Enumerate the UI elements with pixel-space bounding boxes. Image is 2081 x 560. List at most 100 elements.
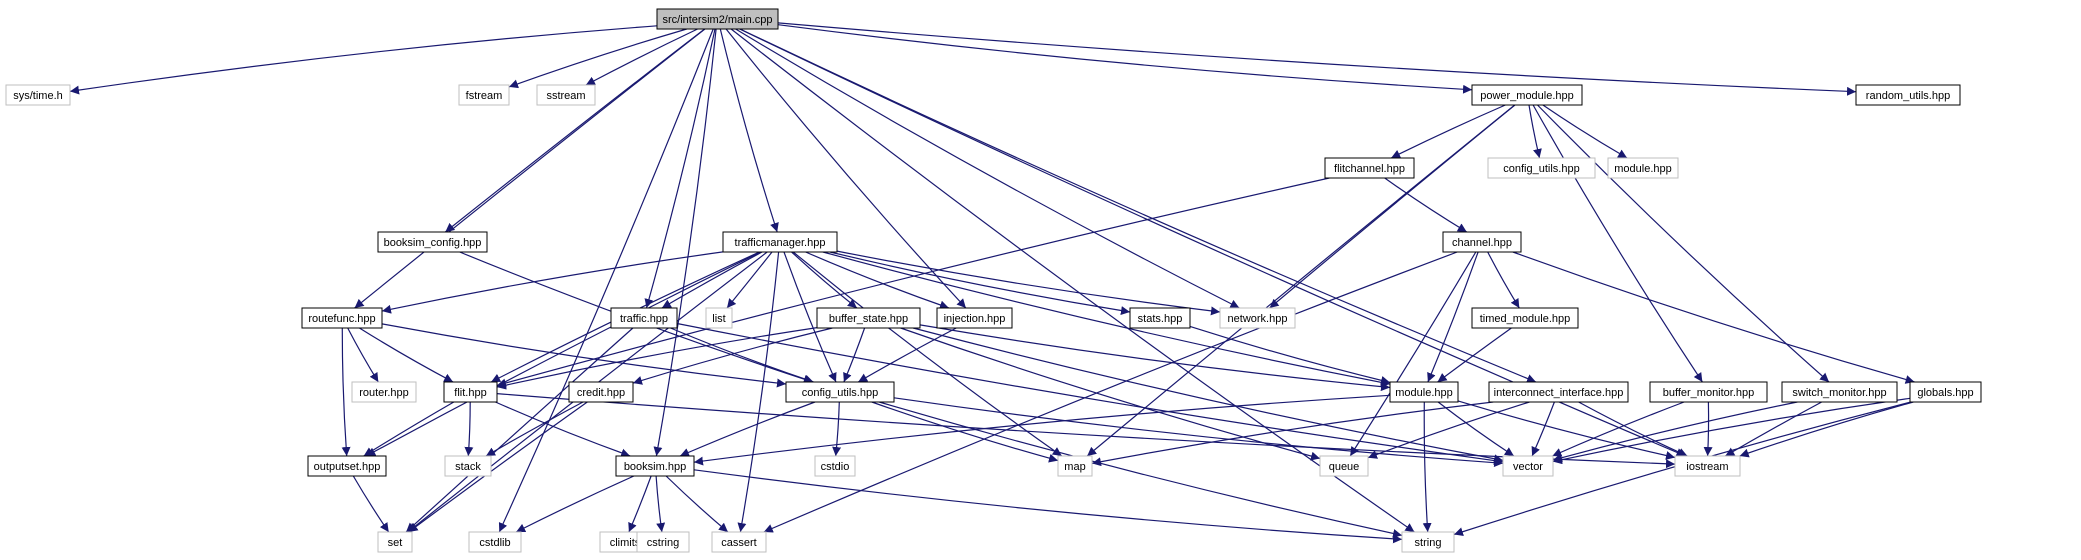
edge-traffic-to-vector — [676, 322, 1504, 466]
edge-interconnect_interface-to-iostream — [1578, 401, 1688, 457]
edge-config_utils-to-map — [871, 401, 1059, 463]
node-box — [816, 307, 921, 329]
node-booksim-config[interactable]: booksim_config.hpp — [377, 231, 488, 253]
node-injection[interactable]: injection.hpp — [936, 307, 1013, 329]
node-cstdlib: cstdlib — [468, 531, 522, 553]
edge-trafficmanager-to-routefunc — [381, 251, 724, 314]
node-booksim[interactable]: booksim.hpp — [615, 455, 695, 477]
node-box — [656, 8, 779, 30]
node-buffer-state[interactable]: buffer_state.hpp — [816, 307, 921, 329]
node-label: src/intersim2/main.cpp — [662, 14, 772, 26]
edge-trafficmanager-to-outputset — [366, 251, 761, 457]
node-box — [1487, 157, 1596, 179]
node-box — [636, 531, 690, 553]
node-label: random_utils.hpp — [1866, 90, 1950, 102]
node-label: cstdio — [821, 461, 850, 473]
edge-outputset-to-set — [352, 475, 390, 533]
node-power-module[interactable]: power_module.hpp — [1471, 84, 1583, 106]
node-label: injection.hpp — [944, 313, 1006, 325]
edge-config_utils-to-cstdio — [832, 401, 842, 457]
node-globals[interactable]: globals.hpp — [1909, 381, 1982, 403]
node-label: credit.hpp — [577, 387, 625, 399]
node-network: network.hpp — [1219, 307, 1296, 329]
node-label: globals.hpp — [1917, 387, 1973, 399]
node-box — [468, 531, 522, 553]
node-box — [1219, 307, 1296, 329]
node-box — [568, 381, 634, 403]
node-traffic[interactable]: traffic.hpp — [610, 307, 678, 329]
node-interconnect-interface[interactable]: interconnect_interface.hpp — [1488, 381, 1629, 403]
node-list: list — [705, 307, 733, 329]
edge-flitchannel-to-flit — [496, 177, 1330, 388]
node-config-utils[interactable]: config_utils.hpp — [785, 381, 895, 403]
edge-credit-to-stack — [485, 401, 584, 457]
node-map: map — [1057, 455, 1093, 477]
node-cassert: cassert — [711, 531, 767, 553]
node-buffer-monitor[interactable]: buffer_monitor.hpp — [1649, 381, 1768, 403]
edge-interconnect_interface-to-map — [1091, 401, 1494, 467]
node-box — [711, 531, 767, 553]
node-outputset[interactable]: outputset.hpp — [307, 455, 387, 477]
edge-timed_module-to-module — [1437, 327, 1512, 383]
node-routefunc[interactable]: routefunc.hpp — [301, 307, 383, 329]
node-box — [1855, 84, 1961, 106]
edge-buffer_state-to-module — [919, 324, 1391, 392]
node-credit[interactable]: credit.hpp — [568, 381, 634, 403]
node-label: routefunc.hpp — [308, 313, 375, 325]
edge-config_utils-to-string — [879, 401, 1403, 538]
edge-channel-to-module — [1427, 251, 1479, 383]
node-label: timed_module.hpp — [1480, 313, 1571, 325]
edge-channel-to-timed_module — [1487, 251, 1520, 309]
edge-switch_monitor-to-iostream — [1724, 401, 1822, 457]
edge-main_cpp-to-string — [730, 28, 1415, 533]
node-label: traffic.hpp — [620, 313, 668, 325]
node-box — [1502, 455, 1554, 477]
edge-traffic-to-set — [405, 327, 634, 533]
edge-channel-to-queue — [1349, 251, 1477, 457]
edge-channel-to-globals — [1512, 251, 1915, 384]
node-trafficmanager[interactable]: trafficmanager.hpp — [722, 231, 838, 253]
node-timed-module[interactable]: timed_module.hpp — [1471, 307, 1579, 329]
node-cstring: cstring — [636, 531, 690, 553]
edge-stats-to-module — [1189, 325, 1391, 385]
edge-booksim-to-string — [693, 469, 1403, 544]
edge-trafficmanager-to-map — [792, 251, 1063, 457]
node-flit[interactable]: flit.hpp — [443, 381, 498, 403]
edge-routefunc-to-router — [347, 327, 379, 383]
node-stats[interactable]: stats.hpp — [1129, 307, 1191, 329]
edge-main_cpp-to-sys_time — [69, 25, 658, 95]
node-label: config_utils.hpp — [802, 387, 878, 399]
node-label: interconnect_interface.hpp — [1494, 387, 1624, 399]
edge-module-to-iostream — [1457, 400, 1676, 460]
node-string: string — [1401, 531, 1455, 553]
edge-trafficmanager-to-buffer_state — [791, 251, 858, 309]
node-box — [443, 381, 498, 403]
node-label: channel.hpp — [1452, 237, 1512, 249]
node-label: vector — [1513, 461, 1543, 473]
node-box — [1389, 381, 1459, 403]
node-label: flit.hpp — [454, 387, 486, 399]
node-box — [458, 84, 510, 106]
node-channel[interactable]: channel.hpp — [1442, 231, 1522, 253]
node-box — [5, 84, 71, 106]
node-box — [936, 307, 1013, 329]
edge-buffer_state-to-queue — [900, 327, 1321, 461]
node-box — [307, 455, 387, 477]
node-box — [444, 455, 492, 477]
node-config-utils-sys: config_utils.hpp — [1487, 157, 1596, 179]
node-random-utils[interactable]: random_utils.hpp — [1855, 84, 1961, 106]
edge-trafficmanager-to-stats — [829, 251, 1131, 315]
node-label: iostream — [1686, 461, 1728, 473]
node-box — [1057, 455, 1093, 477]
node-switch-monitor[interactable]: switch_monitor.hpp — [1781, 381, 1898, 403]
edge-trafficmanager-to-list — [726, 251, 773, 309]
node-main-cpp[interactable]: src/intersim2/main.cpp — [656, 8, 779, 30]
edge-main_cpp-to-traffic — [644, 28, 716, 309]
node-module[interactable]: module.hpp — [1389, 381, 1459, 403]
node-flitchannel[interactable]: flitchannel.hpp — [1324, 157, 1415, 179]
node-box — [610, 307, 678, 329]
edge-buffer_monitor-to-vector — [1552, 401, 1685, 457]
node-box — [1781, 381, 1898, 403]
